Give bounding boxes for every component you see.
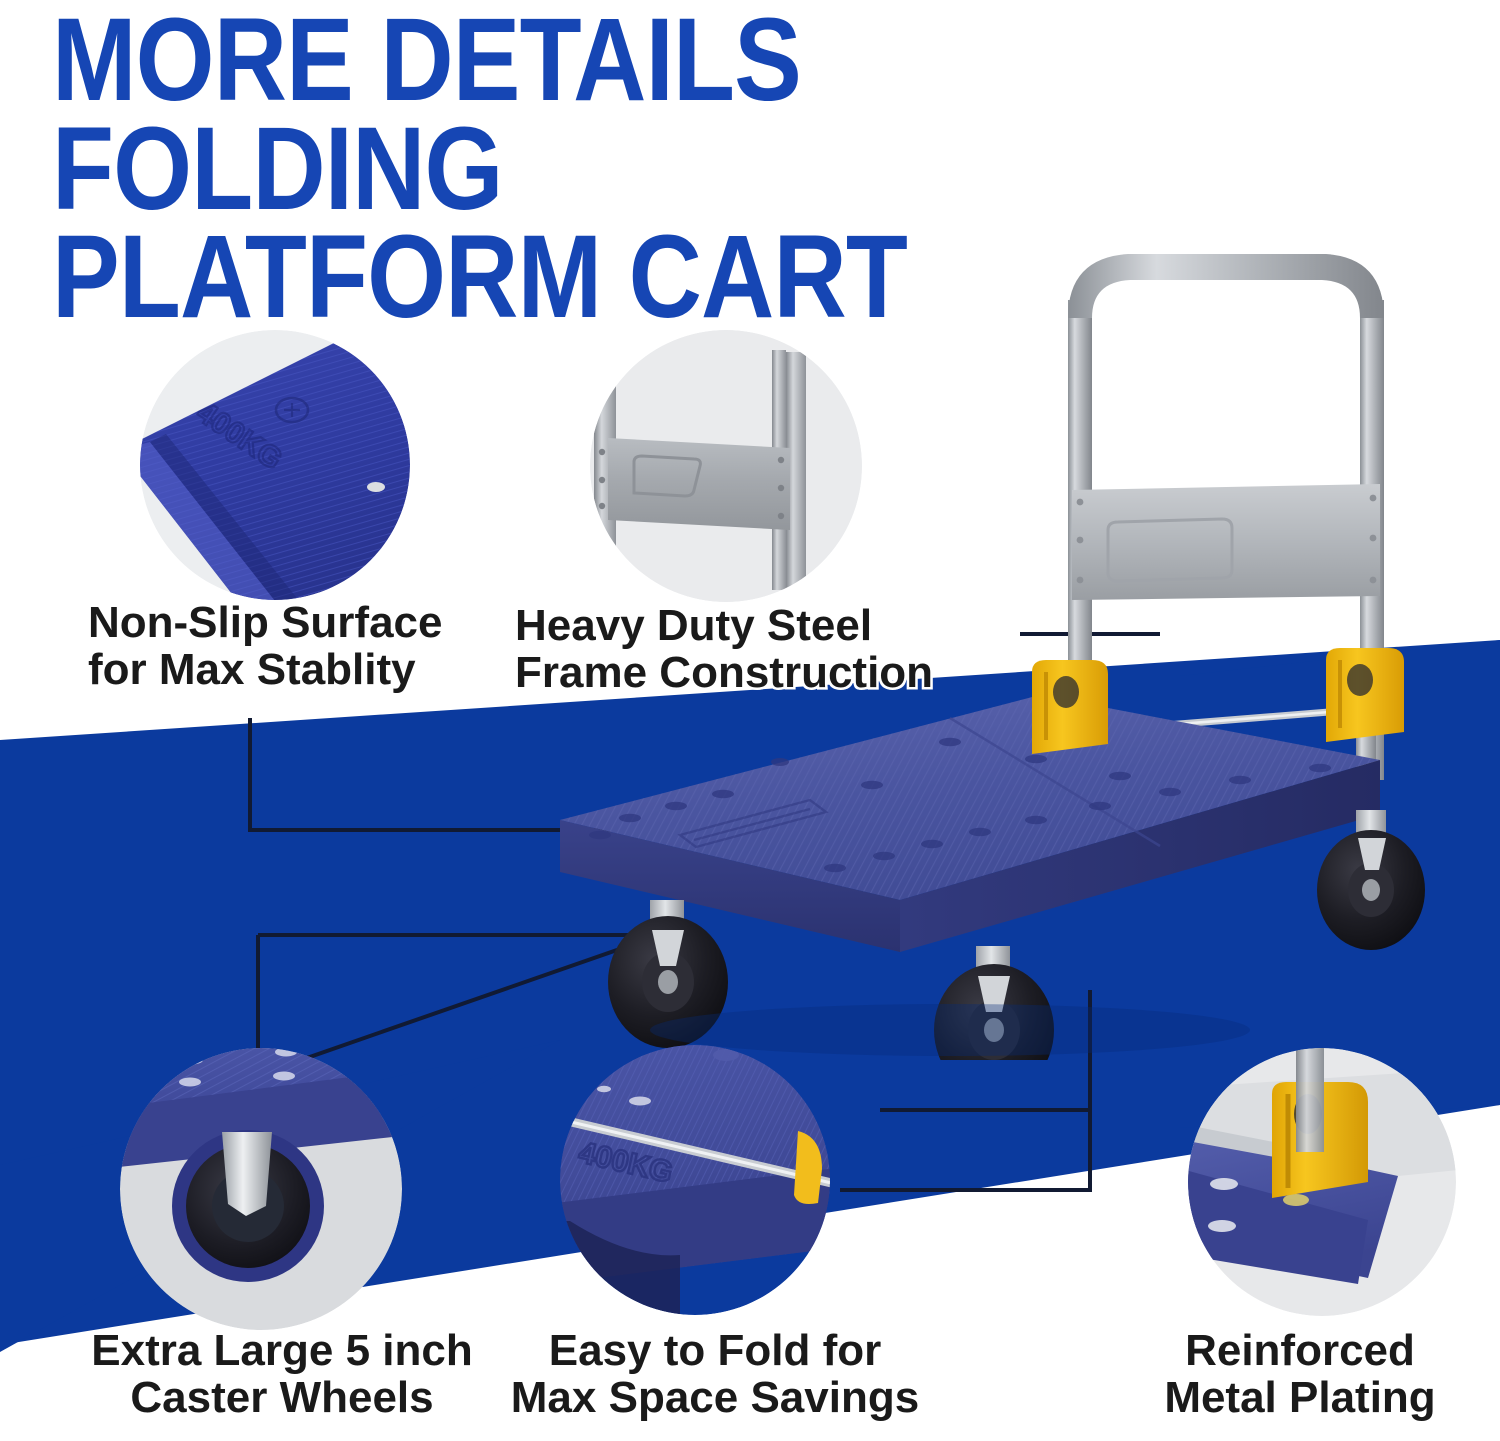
latch-right xyxy=(1326,648,1404,742)
caster-wheel-rear-right xyxy=(1317,810,1425,950)
feature-label-reinforced-metal-plating: Reinforced Metal Plating xyxy=(1162,1325,1438,1423)
feature-inset-caster-wheel xyxy=(120,1048,402,1330)
latch-left xyxy=(1032,660,1108,754)
feature-label-non-slip-surface: Non-Slip Surface for Max Stablity xyxy=(86,597,446,695)
caster-wheel-front-right xyxy=(934,946,1054,1060)
feature-label-easy-to-fold: Easy to Fold for Max Space Savings xyxy=(508,1325,921,1423)
page-title: MORE DETAILS FOLDING PLATFORM CART xyxy=(52,0,908,344)
feature-label-heavy-duty-steel-frame: Heavy Duty Steel Frame Construction xyxy=(513,600,936,698)
feature-inset-easy-fold: 400KG xyxy=(560,1045,830,1315)
cart-platform-deck xyxy=(560,695,1380,952)
caster-wheel-front-left xyxy=(608,900,728,1048)
feature-inset-non-slip-surface: 400KG xyxy=(140,330,410,600)
main-product-image xyxy=(480,240,1430,1060)
feature-label-extra-large-caster-wheels: Extra Large 5 inch Caster Wheels xyxy=(89,1325,475,1423)
feature-inset-metal-plating xyxy=(1188,1048,1456,1316)
feature-inset-steel-frame xyxy=(590,330,862,602)
